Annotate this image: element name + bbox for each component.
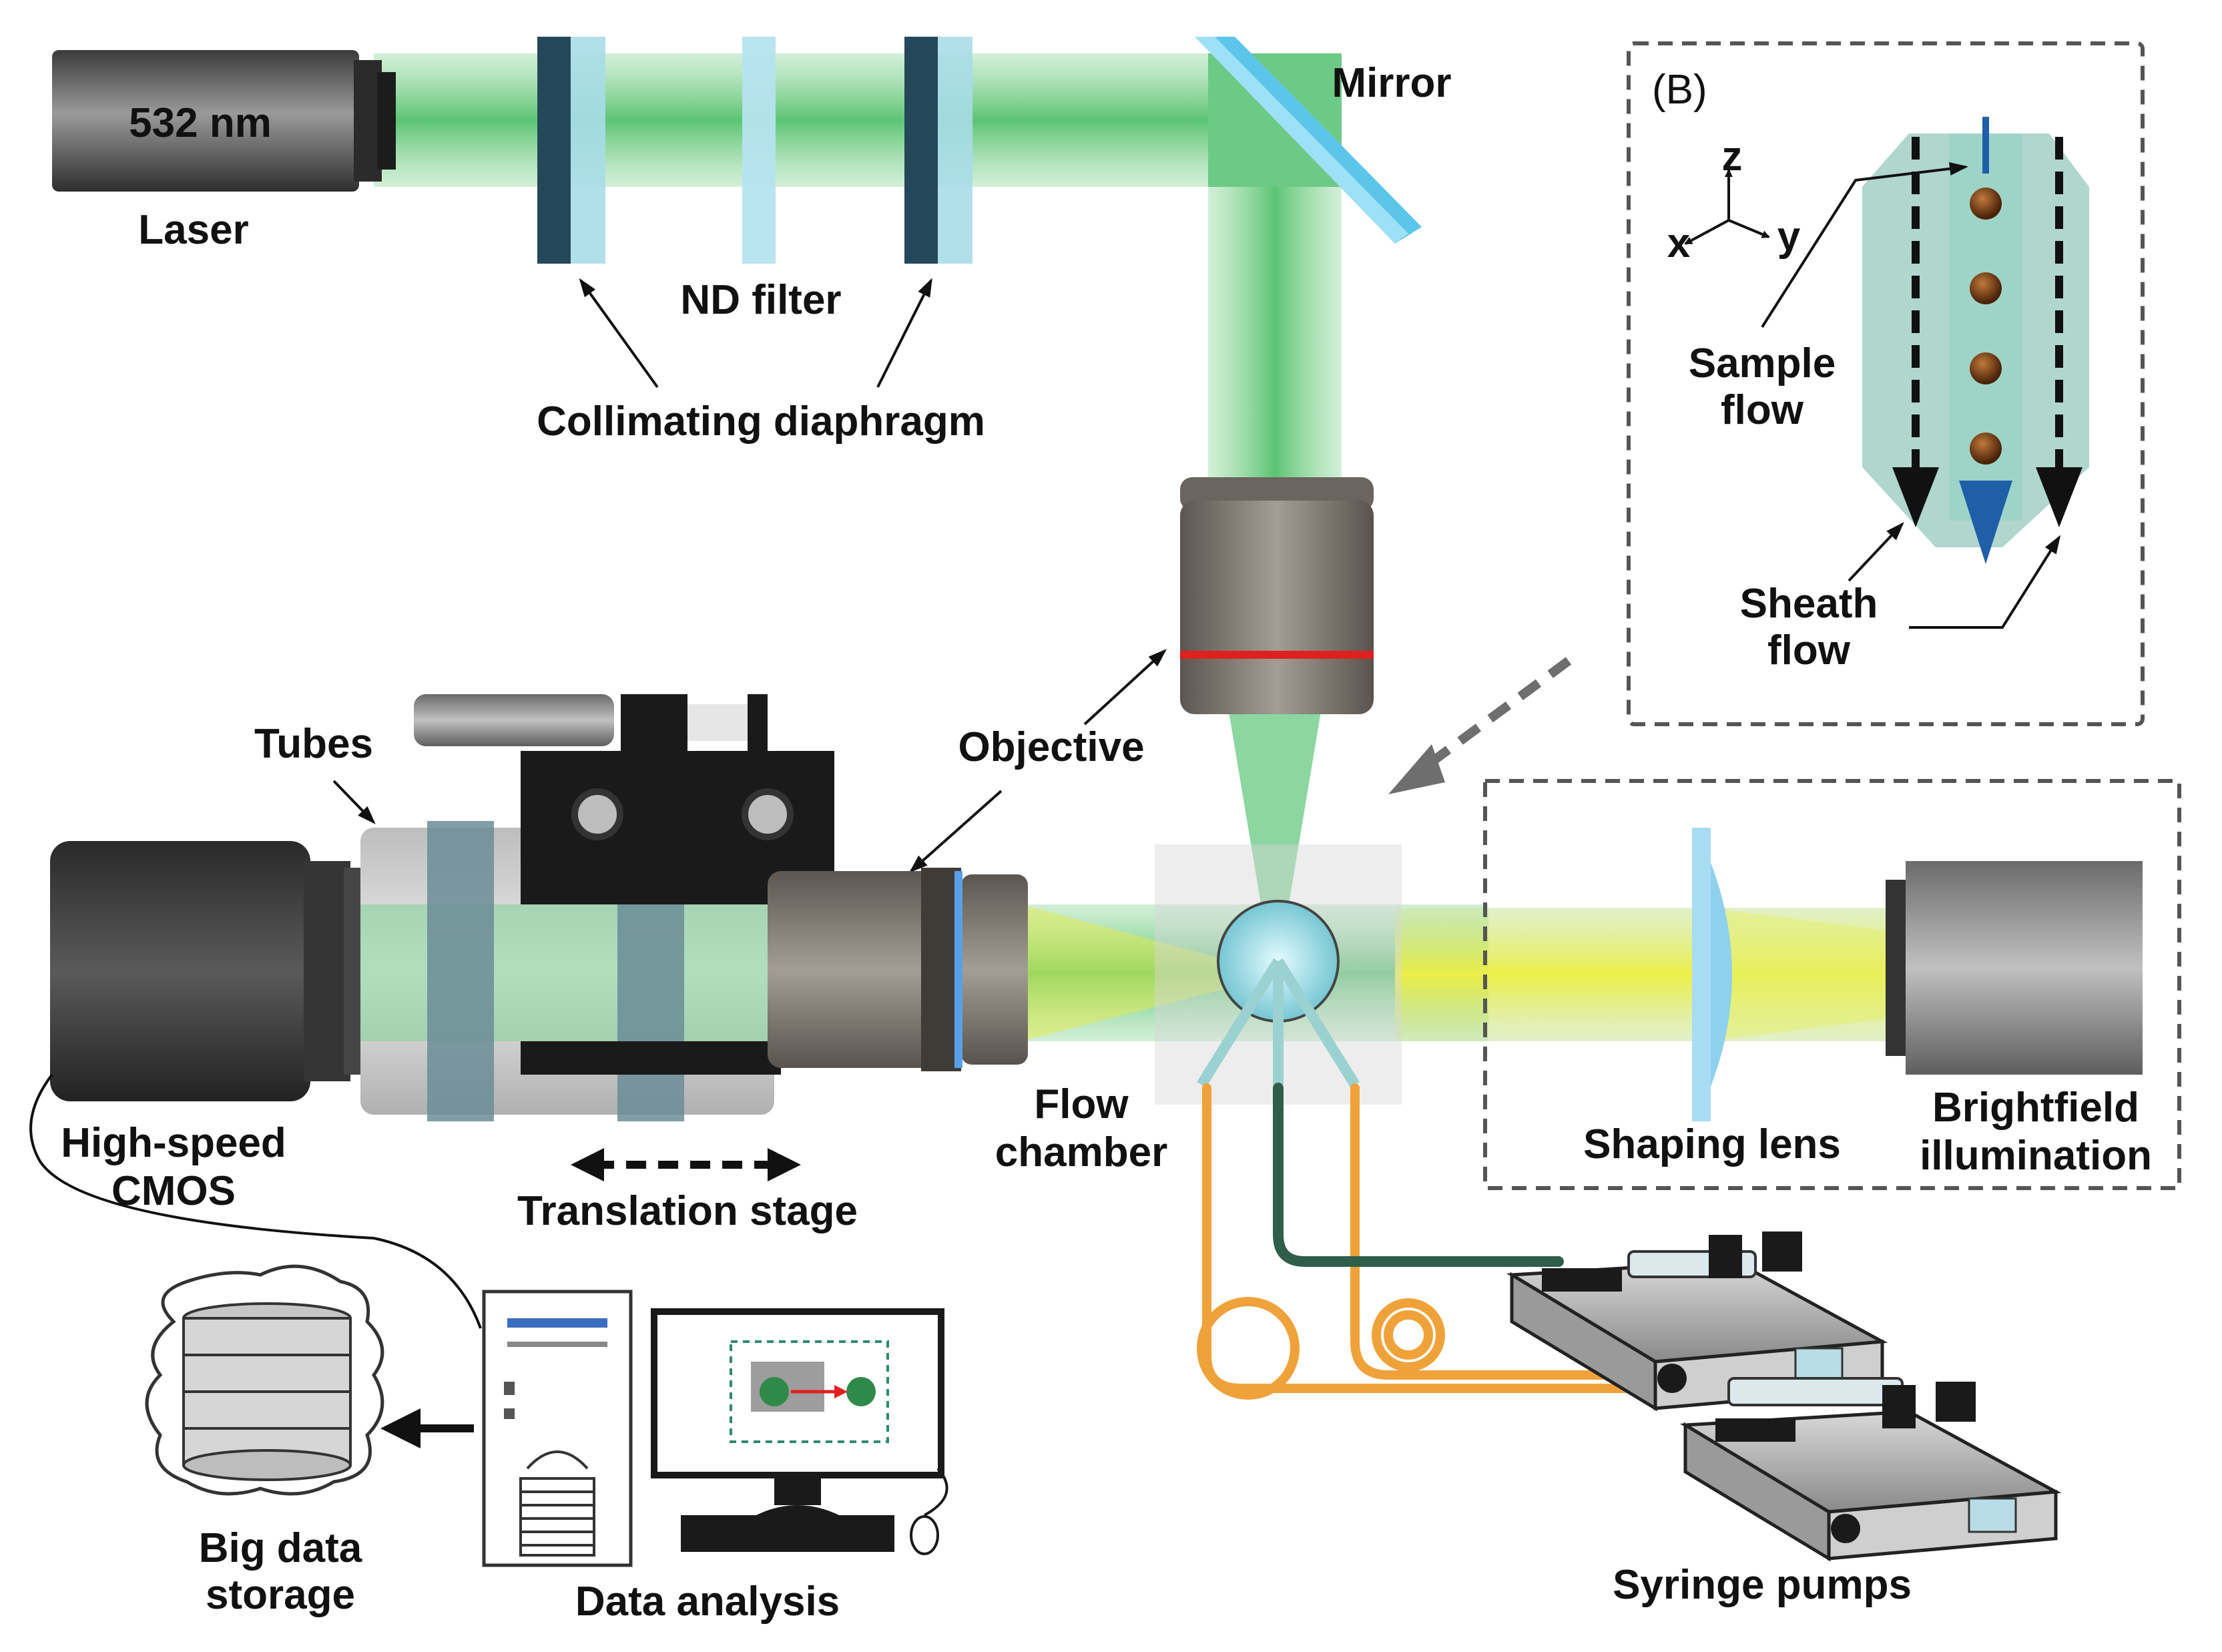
brightfield-label-line1: Brightfield (1932, 1085, 2139, 1131)
wavelength-label: 532 nm (129, 100, 272, 146)
laser: 532 nm (52, 50, 396, 192)
nd-filter-label: ND filter (680, 277, 841, 323)
camera-cable (29, 1073, 482, 1329)
objective-pointer (909, 790, 1003, 873)
objective-label: Objective (958, 724, 1144, 770)
objective-horizontal (768, 868, 1028, 1071)
sheath-flow-arrows (1892, 137, 2082, 527)
syringe-pump-2 (1679, 1377, 2062, 1562)
axis-z-label: z (1722, 133, 1743, 180)
objective-pointer-2 (1083, 649, 1167, 726)
axis-triad (1684, 169, 1770, 245)
sheath-channel (1862, 133, 2089, 547)
laser-beam (374, 53, 1342, 948)
syringe-pump-1 (1506, 1231, 1888, 1412)
sample-flow (1959, 117, 2012, 564)
sheath-flow-label-line1: Sheath (1740, 581, 1878, 627)
storage-arrow (380, 1408, 474, 1448)
monitor (651, 1308, 948, 1555)
big-data-label-line1: Big data (199, 1525, 362, 1571)
axis-x-label: x (1667, 220, 1691, 266)
brightfield-label-line2: illumination (1920, 1133, 2152, 1179)
sample-flow-pointer (1761, 162, 1968, 328)
flow-chamber-label-line1: Flow (1034, 1081, 1129, 1127)
tubes-pointer (332, 780, 376, 824)
sheath-flow-label-line2: flow (1767, 627, 1851, 673)
high-speed-cmos-camera (50, 841, 370, 1101)
tubing (1197, 1083, 1740, 1400)
cmos-label-line2: CMOS (111, 1168, 236, 1214)
data-analysis-label: Data analysis (575, 1579, 840, 1625)
sample-flow-label-line1: Sample (1689, 340, 1836, 386)
flow-chamber-label-line2: chamber (995, 1129, 1167, 1175)
inset-box (1627, 41, 2145, 726)
mirror-label: Mirror (1332, 60, 1451, 106)
objective-vertical (1180, 477, 1374, 714)
tubes-label: Tubes (254, 721, 373, 767)
translation-stage-label: Translation stage (517, 1188, 858, 1234)
axis-y-label: y (1777, 214, 1801, 260)
flow-chamber (1155, 844, 1402, 1105)
diaphragm-pointers (579, 278, 932, 388)
big-data-storage (145, 1264, 384, 1496)
mirror (1195, 37, 1422, 244)
sample-flow-label-line2: flow (1721, 387, 1804, 433)
collimating-diaphragm-1 (537, 37, 605, 264)
sheath-flow-pointer-right (1909, 535, 2061, 629)
collimating-diaphragm-2 (904, 37, 973, 264)
laser-label: Laser (138, 207, 248, 253)
brightfield-source (1886, 861, 2143, 1075)
brightfield-box (1483, 779, 2181, 1190)
translation-arrow (571, 1148, 801, 1181)
computer-tower (482, 1290, 633, 1567)
inset-pointer-arrow (1388, 657, 1572, 794)
shaping-lens-label: Shaping lens (1583, 1121, 1841, 1167)
collimating-diaphragm-label: Collimating diaphragm (537, 398, 985, 445)
nd-filter (742, 37, 776, 264)
cmos-label-line1: High-speed (61, 1120, 286, 1166)
shaping-lens (1692, 828, 1732, 1121)
inset-tag: (B) (1652, 67, 1707, 113)
big-data-label-line2: storage (206, 1572, 355, 1618)
brightfield-beam (1395, 908, 1916, 1041)
sheath-flow-pointer-left (1848, 522, 1904, 582)
syringe-pumps-label: Syringe pumps (1613, 1562, 1912, 1608)
